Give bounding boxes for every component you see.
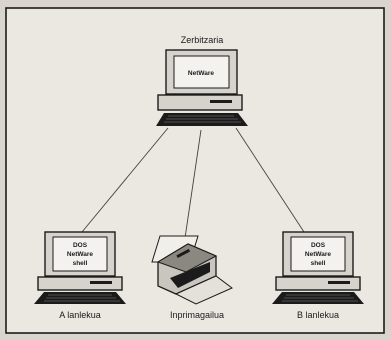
server-label: Zerbitzaria [181, 35, 224, 45]
workstation-b-label: B lanlekua [297, 310, 339, 320]
server-screen-text: NetWare [188, 70, 215, 77]
printer-slot [176, 248, 191, 259]
workstation-a-computer: DOS NetWare shell A lanlekua [34, 231, 126, 320]
workstation-b-drive-slot [328, 281, 350, 284]
server-keyboard-keys [164, 115, 241, 123]
link-server-workstation-b [235, 127, 305, 233]
workstation-b-screen-line-2: NetWare [305, 251, 332, 258]
workstation-b-screen [290, 236, 346, 272]
server-system-unit [157, 94, 243, 111]
workstation-a-screen-line-2: NetWare [67, 251, 94, 258]
workstation-b-keyboard-keys [282, 294, 358, 302]
link-server-workstation-a [81, 127, 169, 233]
workstation-b-computer: DOS NetWare shell B lanlekua [272, 231, 364, 320]
printer-front [170, 262, 210, 288]
printer-paper-tray [174, 275, 233, 305]
workstation-a-screen-line-3: shell [73, 260, 88, 267]
workstation-a-system-unit [37, 276, 123, 291]
workstation-b-system-unit [275, 276, 361, 291]
workstation-a-drive-slot [90, 281, 112, 284]
workstation-a-screen [52, 236, 108, 272]
workstation-b-screen-line-1: DOS [311, 242, 326, 249]
server-computer: Zerbitzaria NetWare [156, 35, 248, 126]
printer: Inprimagailua [151, 235, 233, 320]
workstation-a-label: A lanlekua [59, 310, 101, 320]
printer-top-shadow [156, 243, 218, 273]
server-keyboard [156, 113, 248, 126]
link-server-printer [184, 129, 202, 239]
server-screen [173, 55, 230, 89]
workstation-b-screen-line-3: shell [311, 260, 326, 267]
network-links [81, 127, 305, 239]
workstation-a-screen-line-1: DOS [73, 242, 88, 249]
printer-label: Inprimagailua [170, 310, 224, 320]
server-drive-slot [210, 100, 232, 103]
workstation-a-keyboard-keys [44, 294, 120, 302]
